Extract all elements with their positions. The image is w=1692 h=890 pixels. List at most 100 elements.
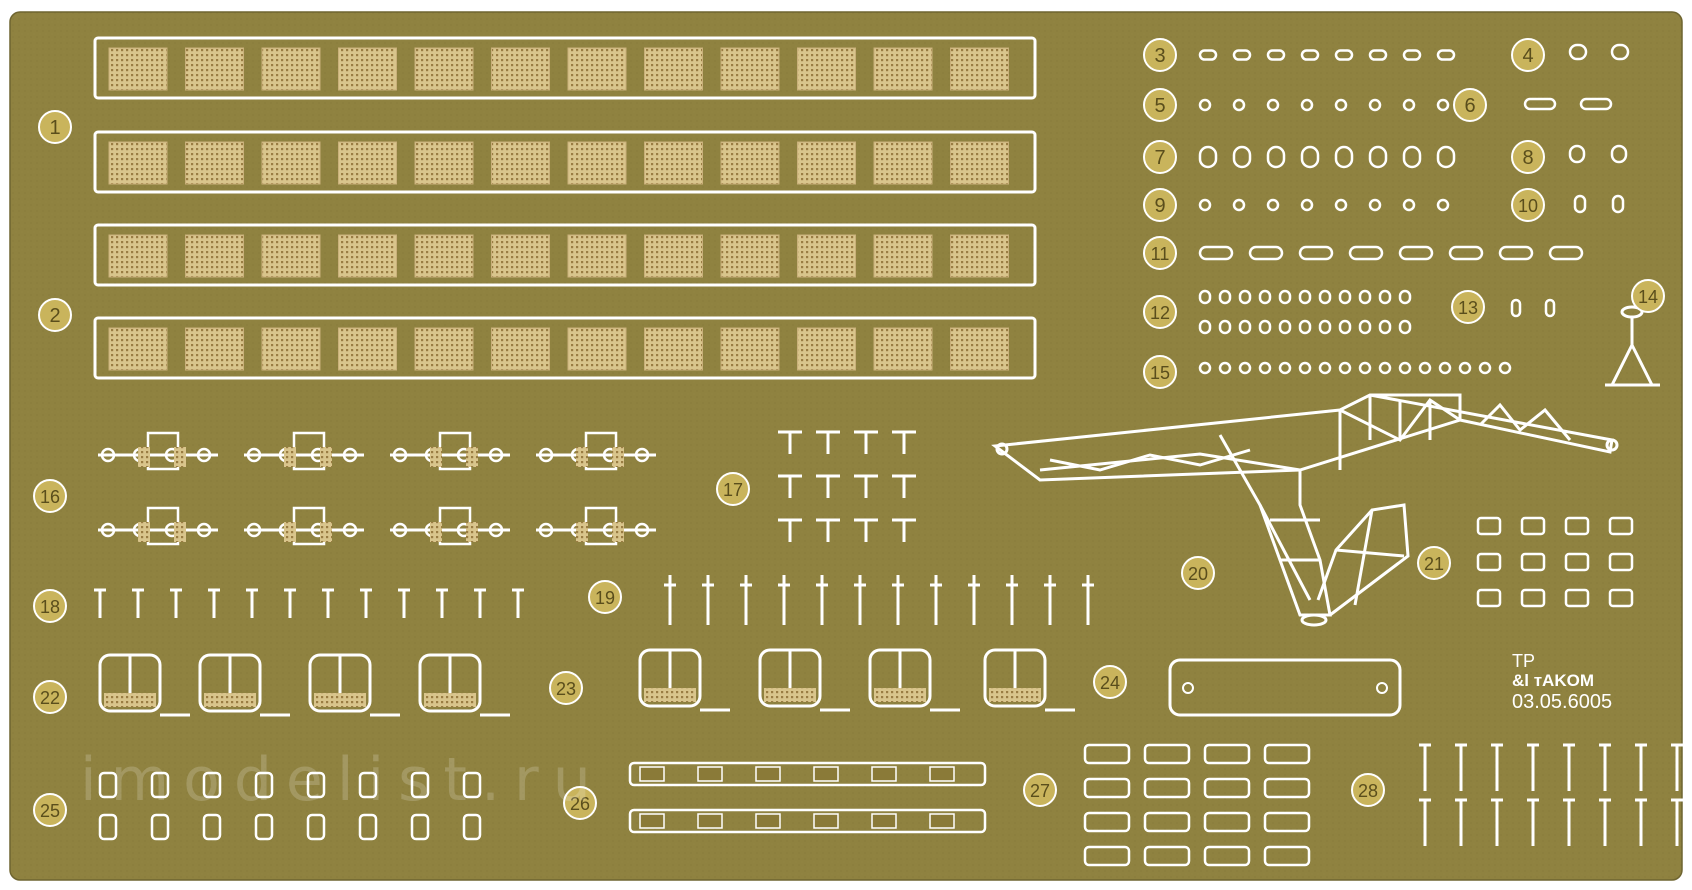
part-17 <box>892 430 916 454</box>
part-16-mesh <box>466 447 478 467</box>
part-16-link <box>100 447 116 463</box>
part-13 <box>1510 298 1522 318</box>
part-17 <box>816 518 840 542</box>
part-number-17: 17 <box>716 472 750 506</box>
part-number-7: 7 <box>1143 140 1177 174</box>
part-26-link <box>871 766 897 782</box>
part-10 <box>1573 194 1587 214</box>
part-17 <box>892 518 916 542</box>
part-12b <box>1198 319 1212 335</box>
part-25 <box>462 813 482 841</box>
part-25 <box>150 771 170 799</box>
part-16-link <box>246 447 262 463</box>
part-27 <box>1203 743 1251 765</box>
grating-panel <box>491 234 550 278</box>
svg-text:10: 10 <box>1518 196 1538 216</box>
part-17 <box>854 474 878 498</box>
part-number-10: 10 <box>1511 188 1545 222</box>
part-21 <box>1476 516 1502 536</box>
part-5 <box>1368 98 1382 112</box>
svg-text:22: 22 <box>40 688 60 708</box>
frame-mesh <box>314 693 366 707</box>
part-15 <box>1318 361 1332 375</box>
grating-panel <box>261 47 321 91</box>
part-25 <box>254 813 274 841</box>
part-number-1: 1 <box>38 110 72 144</box>
part-21 <box>1520 552 1546 572</box>
part-11 <box>1248 245 1284 261</box>
part-9 <box>1368 198 1382 212</box>
part-28 <box>1599 798 1611 846</box>
part-18 <box>208 588 220 618</box>
grating-panel <box>338 47 397 91</box>
part-16-link <box>342 447 358 463</box>
crane-boom-part-20 <box>991 393 1619 627</box>
part-16-mesh <box>138 447 150 467</box>
part-12b <box>1338 319 1352 335</box>
part-25 <box>98 813 118 841</box>
part-19 <box>664 575 676 625</box>
frame-mesh <box>764 688 816 702</box>
part-28 <box>1491 798 1503 846</box>
svg-text:1: 1 <box>49 117 60 139</box>
part-19 <box>778 575 790 625</box>
frame-mesh <box>104 693 156 707</box>
part-26-link <box>697 766 723 782</box>
watermark: imodelist.ru <box>80 745 605 815</box>
grating-panel <box>491 327 550 371</box>
grating-panel <box>873 141 933 185</box>
part-19 <box>854 575 866 625</box>
part-26-link <box>639 766 665 782</box>
stand-part-14 <box>1605 305 1660 387</box>
part-27 <box>1143 845 1191 867</box>
part-17 <box>778 518 802 542</box>
part-number-6: 6 <box>1453 88 1487 122</box>
svg-text:12: 12 <box>1150 303 1170 323</box>
frame-mesh <box>644 688 696 702</box>
grating-panel <box>797 327 856 371</box>
part-25 <box>358 771 378 799</box>
frame-bar <box>788 650 850 712</box>
part-3 <box>1402 49 1422 61</box>
part-number-5: 5 <box>1143 88 1177 122</box>
strip-frame <box>93 223 1037 287</box>
grating-panel <box>414 234 474 278</box>
part-12b <box>1378 319 1392 335</box>
part-26-link <box>813 766 839 782</box>
part-6 <box>1579 97 1613 111</box>
part-9 <box>1334 198 1348 212</box>
part-25 <box>358 813 378 841</box>
part-19 <box>1044 575 1056 625</box>
grating-panel <box>644 234 703 278</box>
part-9 <box>1232 198 1246 212</box>
part-number-28: 28 <box>1351 773 1385 807</box>
grating-panel <box>414 327 474 371</box>
part-28 <box>1527 798 1539 846</box>
part-5 <box>1402 98 1416 112</box>
frame-mesh <box>424 693 476 707</box>
part-21 <box>1476 552 1502 572</box>
part-25 <box>254 771 274 799</box>
part-15 <box>1398 361 1412 375</box>
part-16-link <box>488 447 504 463</box>
part-11 <box>1198 245 1234 261</box>
plate-hole <box>1182 682 1194 694</box>
grating-panel <box>491 141 550 185</box>
makers-mark-code: 03.05.6005 <box>1512 691 1612 713</box>
part-26-link <box>639 813 665 829</box>
grating-panel <box>567 327 627 371</box>
part-number-21: 21 <box>1417 546 1451 580</box>
svg-text:26: 26 <box>570 794 590 814</box>
part-11 <box>1348 245 1384 261</box>
part-16-link <box>392 522 408 538</box>
part-27 <box>1083 845 1131 867</box>
part-number-27: 27 <box>1023 773 1057 807</box>
part-number-9: 9 <box>1143 188 1177 222</box>
part-15 <box>1498 361 1512 375</box>
part-16-link <box>392 447 408 463</box>
grating-panel <box>185 327 244 371</box>
part-15 <box>1458 361 1472 375</box>
part-28 <box>1419 743 1431 791</box>
grating-panel <box>261 141 321 185</box>
